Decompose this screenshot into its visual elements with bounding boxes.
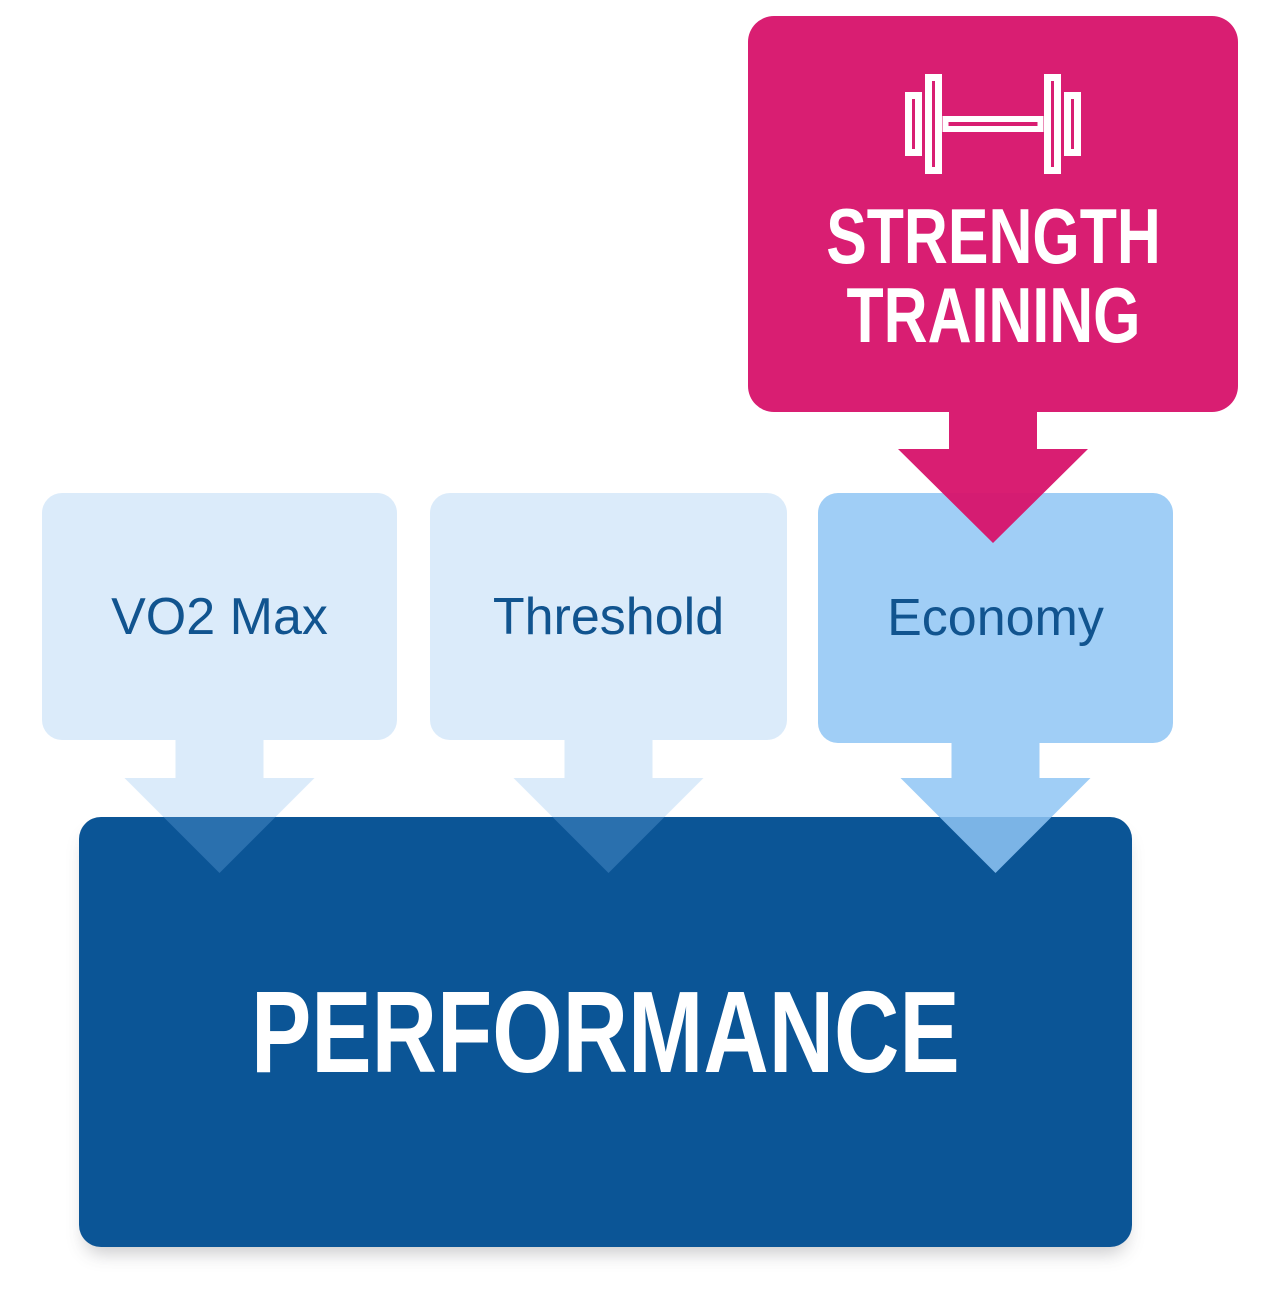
strength-training-label: STRENGTH TRAINING bbox=[826, 197, 1161, 355]
strength-box-arrow-shape bbox=[748, 16, 1238, 543]
threshold-box-arrow-shape bbox=[430, 493, 787, 873]
economy-box-arrow-shape bbox=[818, 493, 1173, 873]
vo2max-label: VO2 Max bbox=[111, 587, 328, 646]
threshold-label: Threshold bbox=[492, 587, 725, 646]
economy-label: Economy bbox=[887, 589, 1104, 647]
strength-label-line1: STRENGTH bbox=[825, 192, 1161, 280]
strength-label-line2: TRAINING bbox=[845, 271, 1141, 359]
dumbbell-icon bbox=[905, 74, 1081, 174]
performance-label-text: PERFORMANCE bbox=[251, 967, 960, 1097]
vo2max-box-arrow-shape bbox=[42, 493, 397, 873]
performance-box bbox=[79, 817, 1132, 1247]
strength-training-box: STRENGTH TRAINING bbox=[748, 16, 1238, 412]
performance-label: PERFORMANCE bbox=[79, 817, 1132, 1247]
